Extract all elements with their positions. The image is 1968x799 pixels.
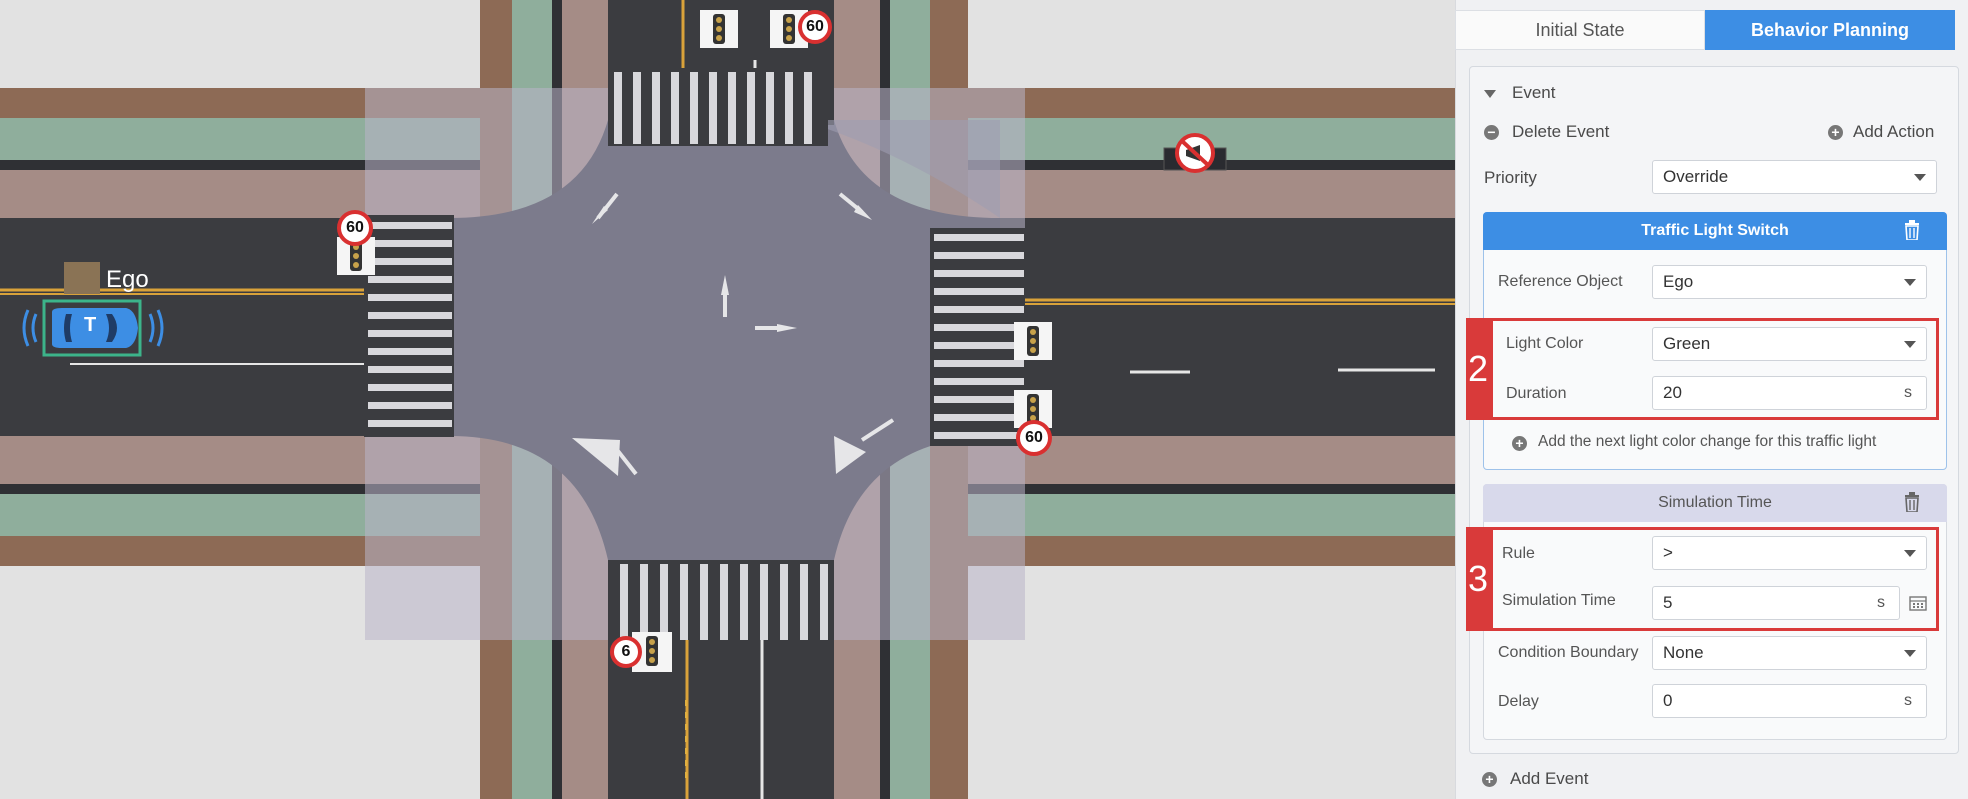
ego-color-swatch <box>64 262 100 294</box>
event-title: Event <box>1512 83 1556 102</box>
chevron-down-icon <box>1904 550 1916 557</box>
tab-behavior-planning[interactable]: Behavior Planning <box>1705 10 1955 50</box>
priority-select[interactable]: Override <box>1652 160 1937 194</box>
light-color-label: Light Color <box>1506 335 1584 352</box>
annotation-tag: 3 <box>1466 527 1490 631</box>
rule-value: > <box>1663 543 1673 562</box>
annotation-box <box>1490 527 1939 631</box>
condition-boundary-select[interactable]: None <box>1652 636 1927 670</box>
add-event-button[interactable]: Add Event <box>1510 769 1589 788</box>
delay-value: 0 <box>1663 691 1673 710</box>
duration-label: Duration <box>1506 385 1567 402</box>
simulation-time-title: Simulation Time <box>1658 494 1772 511</box>
plus-circle-icon[interactable]: + <box>1828 125 1843 140</box>
simulation-time-unit: s <box>1877 594 1885 611</box>
speed-limit-sign: 60 <box>798 10 832 44</box>
condition-boundary-value: None <box>1663 643 1704 662</box>
delay-unit: s <box>1904 692 1912 709</box>
annotation-tag: 2 <box>1466 318 1490 420</box>
tab-initial-state[interactable]: Initial State <box>1455 10 1705 50</box>
light-color-select[interactable]: Green <box>1652 327 1927 361</box>
delay-label: Delay <box>1498 693 1539 710</box>
simulation-time-input[interactable]: 5 s <box>1652 586 1900 620</box>
traffic-light-header: Traffic Light Switch <box>1483 212 1947 250</box>
simulation-time-value: 5 <box>1663 593 1673 612</box>
chevron-down-icon <box>1914 174 1926 181</box>
speed-limit-sign: 60 <box>337 210 373 246</box>
reference-object-select[interactable]: Ego <box>1652 265 1927 299</box>
reference-object-value: Ego <box>1663 272 1694 291</box>
panel-tabs: Initial State Behavior Planning <box>1455 10 1955 50</box>
duration-unit: s <box>1904 384 1912 401</box>
duration-value: 20 <box>1663 383 1682 402</box>
trash-icon[interactable] <box>1904 220 1920 240</box>
add-action-button[interactable]: Add Action <box>1853 122 1935 141</box>
road-map <box>0 0 1455 799</box>
collapse-caret-icon[interactable] <box>1484 90 1496 98</box>
calendar-icon[interactable] <box>1909 594 1927 612</box>
annotation-box <box>1490 318 1939 420</box>
speed-limit-sign: 6 <box>610 636 642 668</box>
ego-vehicle[interactable]: T <box>22 298 164 358</box>
car-icon <box>22 299 164 357</box>
chevron-down-icon <box>1904 341 1916 348</box>
minus-circle-icon[interactable]: − <box>1484 125 1499 140</box>
speed-limit-sign: 60 <box>1016 420 1052 456</box>
simulation-time-label: Simulation Time <box>1502 592 1616 609</box>
duration-input[interactable]: 20 s <box>1652 376 1927 410</box>
rule-select[interactable]: > <box>1652 536 1927 570</box>
plus-circle-icon[interactable]: + <box>1512 436 1527 451</box>
chevron-down-icon <box>1904 650 1916 657</box>
map-viewport[interactable]: 60 60 60 6 Ego T <box>0 0 1455 799</box>
delay-input[interactable]: 0 s <box>1652 684 1927 718</box>
ego-label: Ego <box>106 266 149 293</box>
chevron-down-icon <box>1904 279 1916 286</box>
trash-icon[interactable] <box>1904 492 1920 512</box>
delete-event-button[interactable]: Delete Event <box>1512 122 1610 141</box>
priority-value: Override <box>1663 167 1729 186</box>
car-letter: T <box>84 314 97 336</box>
priority-label: Priority <box>1484 168 1537 187</box>
traffic-light-title: Traffic Light Switch <box>1641 222 1789 239</box>
light-color-value: Green <box>1663 334 1711 353</box>
plus-circle-icon[interactable]: + <box>1482 772 1497 787</box>
rule-label: Rule <box>1502 545 1535 562</box>
condition-boundary-label: Condition Boundary <box>1498 644 1639 661</box>
reference-object-label: Reference Object <box>1498 273 1623 290</box>
add-next-light-button[interactable]: Add the next light color change for this… <box>1538 433 1877 450</box>
simulation-time-header: Simulation Time <box>1483 484 1947 522</box>
